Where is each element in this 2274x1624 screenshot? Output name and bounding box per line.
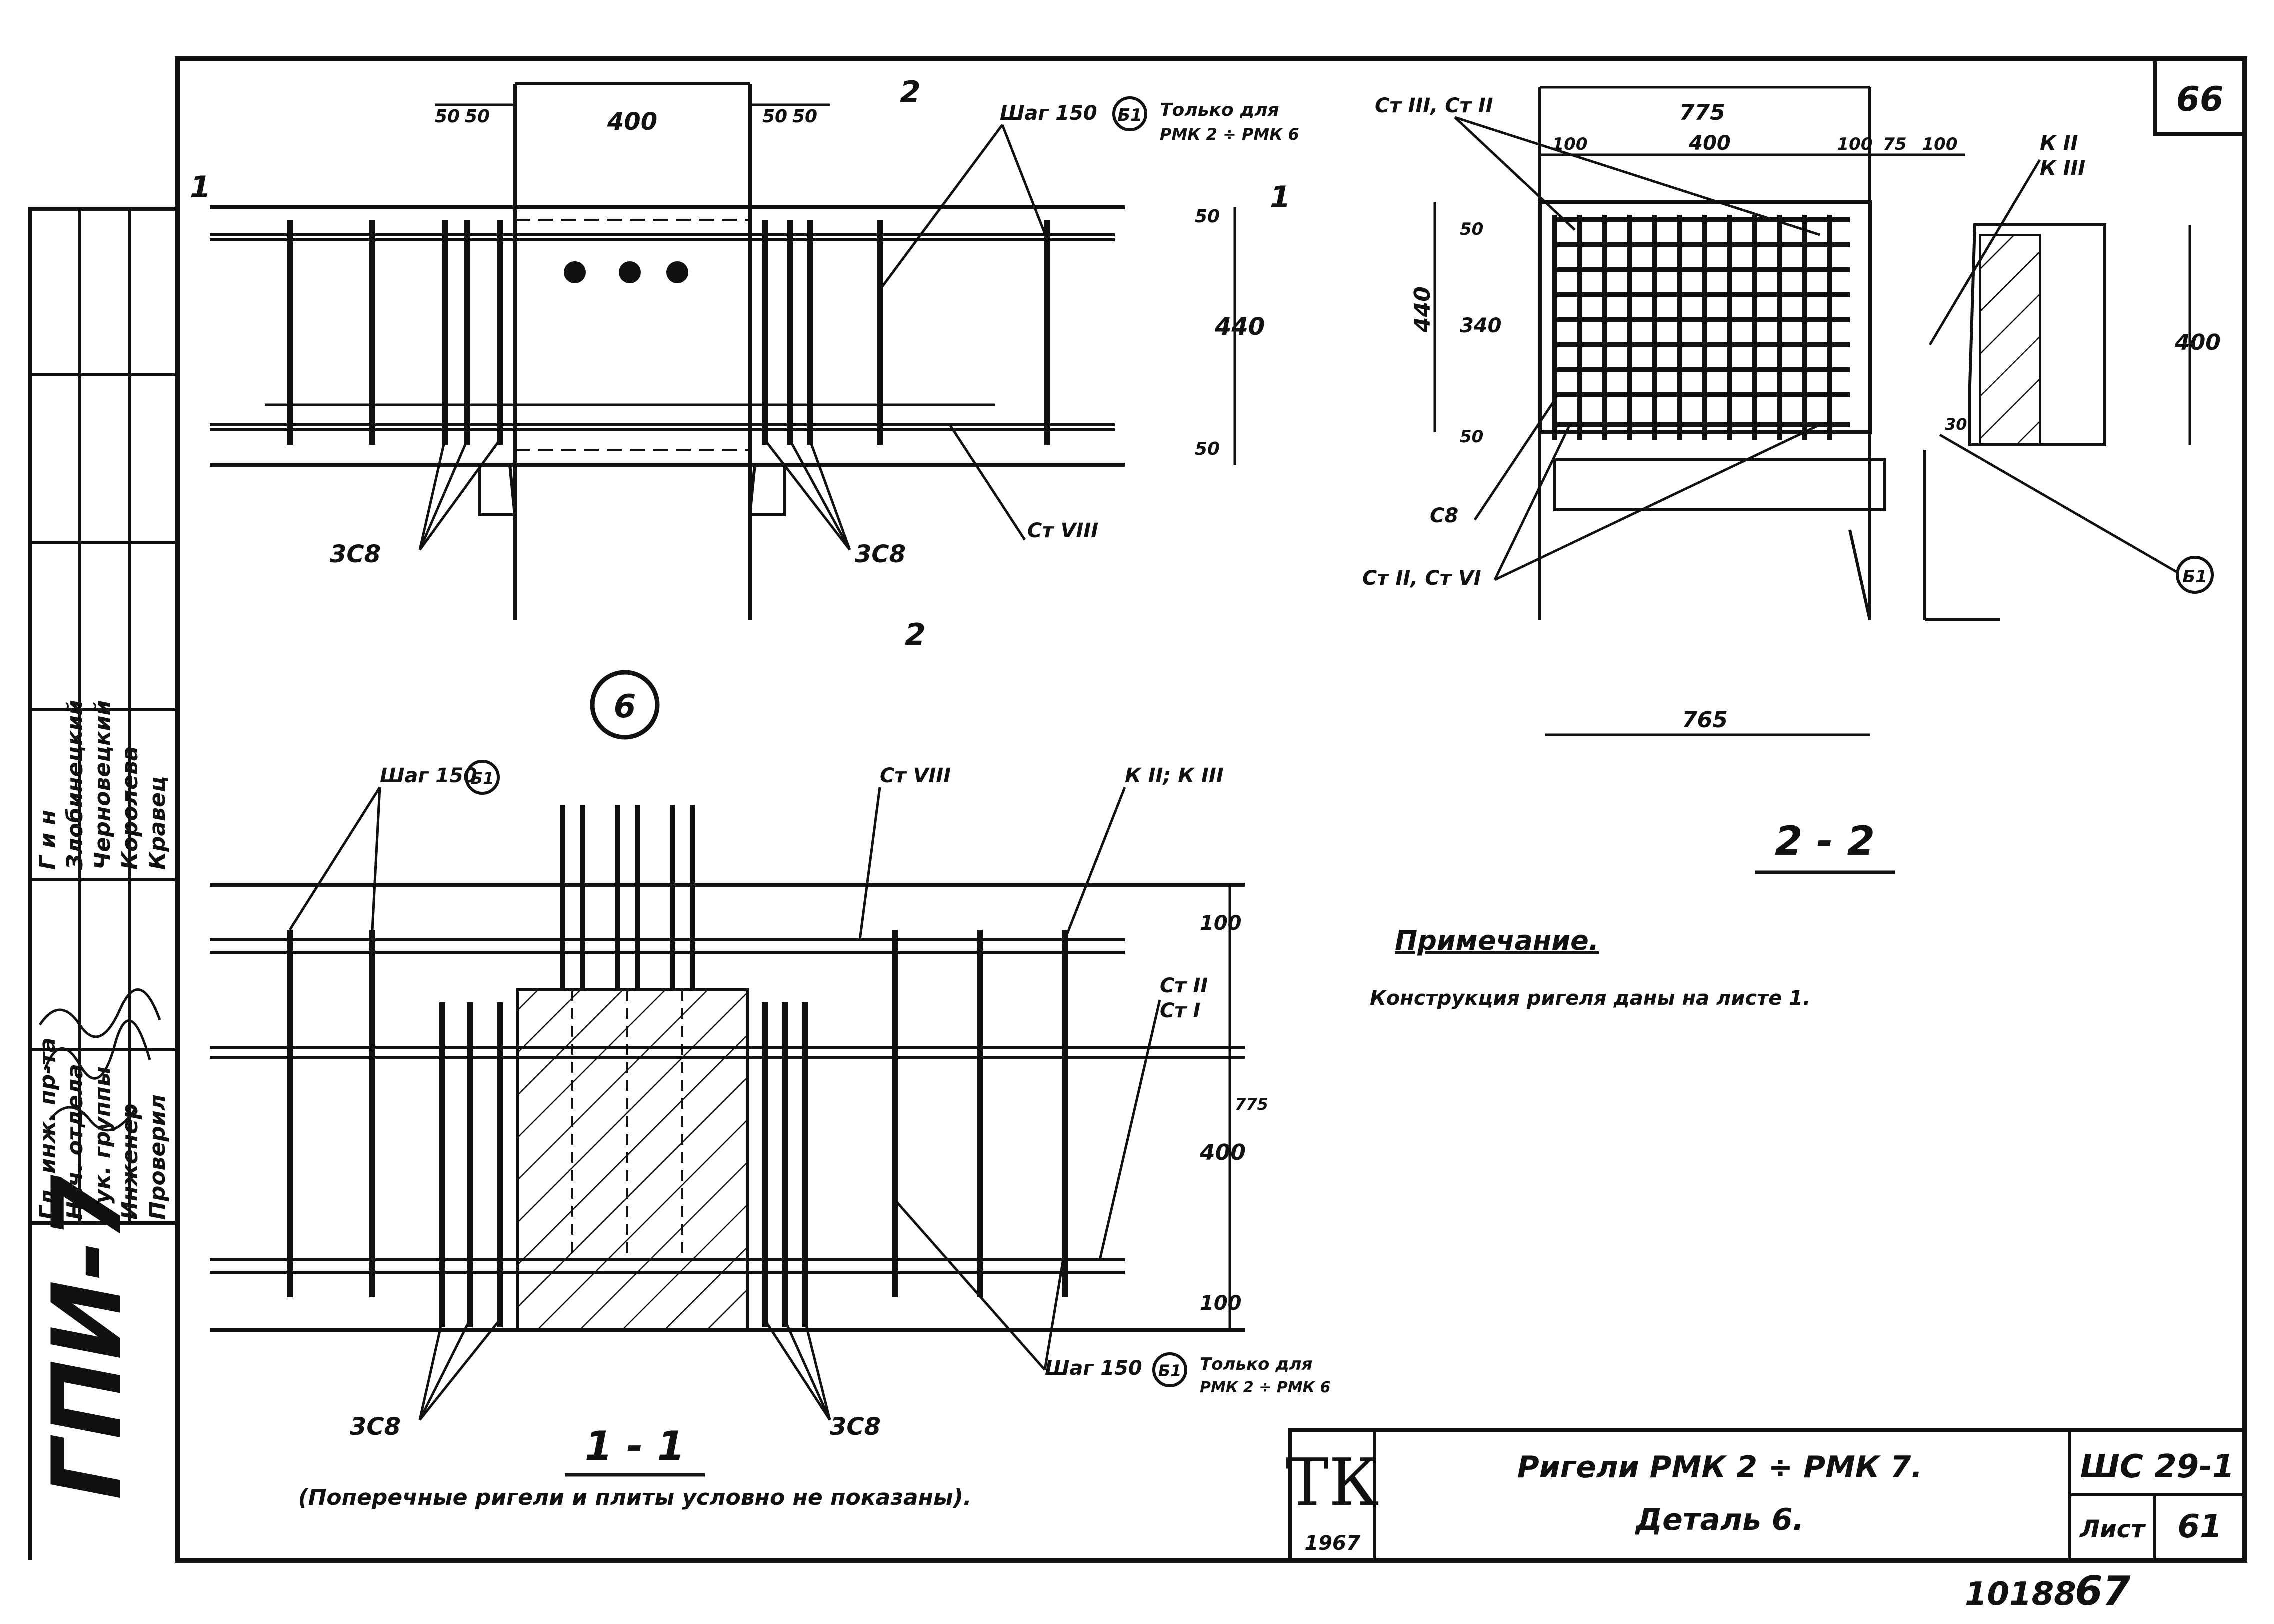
sig-role-2: Рук. группы [90, 1066, 116, 1220]
s22-st-top: Ст III, Ст II [1375, 94, 1494, 118]
sig-name-1: Злобинецкий [62, 700, 88, 870]
s11-b1-label: Б1 [471, 769, 494, 788]
detail-number: 6 [614, 688, 636, 726]
note-title: Примечание. [1395, 925, 1599, 956]
s22-dim-v340: 340 [1460, 314, 1502, 338]
titleblock-sheet-label: Лист [2079, 1516, 2146, 1544]
sig-name-0: Г и н [35, 810, 60, 870]
s11-k-label: К II; К III [1125, 764, 1224, 788]
s11-st8-label: Ст VIII [880, 764, 951, 788]
s22-dim-765: 765 [1682, 708, 1728, 733]
plan-st-label: Ст VIII [1028, 520, 1098, 542]
sig-name-3: Королева [118, 746, 143, 870]
s11-dim-vtot: 775 [1235, 1095, 1268, 1114]
sig-name-2: Черновецкий [90, 700, 116, 870]
titleblock-title-2: Деталь 6. [1635, 1502, 1804, 1538]
s11-dim-v400: 400 [1200, 1140, 1246, 1166]
plan-dim-50a: 50 [435, 106, 460, 127]
plan-sect-1-right: 1 [1270, 180, 1291, 215]
s11-title: 1 - 1 [585, 1423, 685, 1470]
s22-b1-label: Б1 [2182, 567, 2208, 587]
s11-dim-v100a: 100 [1200, 912, 1242, 935]
s11-dim-v100b: 100 [1200, 1292, 1242, 1315]
s22-title: 2 - 2 [1775, 818, 1875, 864]
sig-role-1: Нач. отдела [62, 1064, 88, 1220]
s22-st-bot: Ст II, Ст VI [1362, 567, 1482, 590]
note-text: Конструкция ригеля даны на листе 1. [1370, 987, 1810, 1010]
plan-only-1: Только для [1160, 100, 1280, 120]
corner-box [2153, 57, 2247, 136]
s11-3c8-left: 3С8 [350, 1413, 401, 1441]
titleblock-year: 1967 [1304, 1532, 1360, 1555]
s22-dim-v440: 440 [1410, 286, 1436, 333]
s22-dim-75: 75 [1883, 134, 1906, 154]
s22-dim-400: 400 [1688, 132, 1731, 155]
s22-dim-100c: 100 [1922, 134, 1958, 154]
section-1-1: 100 400 100 775 Шаг 150 Б1 Ст VIII К II;… [210, 760, 1330, 1510]
s22-k-label: К II [2040, 132, 2078, 155]
sig-role-4: Проверил [145, 1094, 170, 1220]
corner-code: 66 [2176, 80, 2224, 120]
plan-dim-v440: 440 [1214, 313, 1265, 341]
titleblock-series: ШС 29-1 [2080, 1448, 2234, 1486]
section-2-2: 775 100 400 100 75 100 [1362, 86, 2221, 874]
s22-dim-100b: 100 [1838, 134, 1873, 154]
plan-dim-50c: 50 [762, 106, 788, 127]
archive-number: 10188 [1965, 1576, 2076, 1613]
plan-3c8-right: 3С8 [855, 540, 906, 568]
plan-step-label: Шаг 150 [1000, 102, 1098, 125]
stamp-org: ГПИ-7 [32, 1175, 142, 1500]
plan-dim-v50-bot: 50 [1195, 439, 1220, 460]
signature-scribble-3 [49, 1106, 136, 1132]
s11-b1b-label: Б1 [1158, 1362, 1182, 1380]
s11-step2-label: Шаг 150 [1045, 1357, 1142, 1380]
sig-name-4: Кравец [145, 776, 170, 870]
s22-dim-v50a: 50 [1460, 220, 1484, 240]
plan-sect-1-left: 1 [190, 170, 211, 205]
tk-logo: ТК [1286, 1444, 1379, 1520]
page-number: 67 [2075, 1568, 2131, 1614]
s11-step-label: Шаг 150 [380, 764, 478, 788]
plan-dim-v50-top: 50 [1195, 206, 1220, 227]
signature-strip: Гл. инж. пр-та Нач. отдела Рук. группы И… [28, 207, 180, 1225]
sig-role-0: Гл. инж. пр-та [35, 1038, 60, 1220]
s22-dim-v30: 30 [1945, 415, 1968, 434]
s11-only-2: РМК 2 ÷ РМК 6 [1200, 1379, 1330, 1396]
plan-dim-50d: 50 [792, 106, 818, 127]
titleblock-title-1: Ригели РМК 2 ÷ РМК 7. [1518, 1450, 1923, 1485]
plan-sect-2-bottom: 2 [905, 618, 926, 652]
plan-dim-50b: 50 [465, 106, 490, 127]
plan-b1-label: Б1 [1118, 106, 1142, 126]
s22-k2-label: К III [2040, 157, 2086, 180]
s11-st-r2: Ст I [1160, 1000, 1200, 1022]
title-block: ТК 1967 Ригели РМК 2 ÷ РМК 7. Деталь 6. … [1286, 1428, 2247, 1562]
s22-c8-label: С8 [1430, 504, 1458, 528]
detail-circle [590, 670, 660, 740]
plan-3c8-left: 3С8 [330, 540, 381, 568]
signature-scribble-2 [44, 1020, 152, 1080]
plan-dim-400: 400 [607, 108, 658, 136]
s11-3c8-right: 3С8 [830, 1413, 881, 1441]
titleblock-sheet-num: 61 [2178, 1508, 2222, 1546]
s22-dim-v400: 400 [2174, 330, 2221, 356]
s22-dim-v50b: 50 [1460, 427, 1484, 447]
s11-st-r1: Ст II [1160, 974, 1208, 998]
plan-view: 400 50 50 50 50 [190, 75, 1300, 652]
s11-subtitle: (Поперечные ригели и плиты условно не по… [298, 1485, 972, 1510]
s11-only-1: Только для [1200, 1354, 1312, 1374]
plan-only-2: РМК 2 ÷ РМК 6 [1160, 125, 1300, 144]
s22-dim-775: 775 [1680, 100, 1726, 126]
signature-scribble-1 [38, 988, 162, 1038]
plan-sect-2-top: 2 [900, 75, 921, 110]
